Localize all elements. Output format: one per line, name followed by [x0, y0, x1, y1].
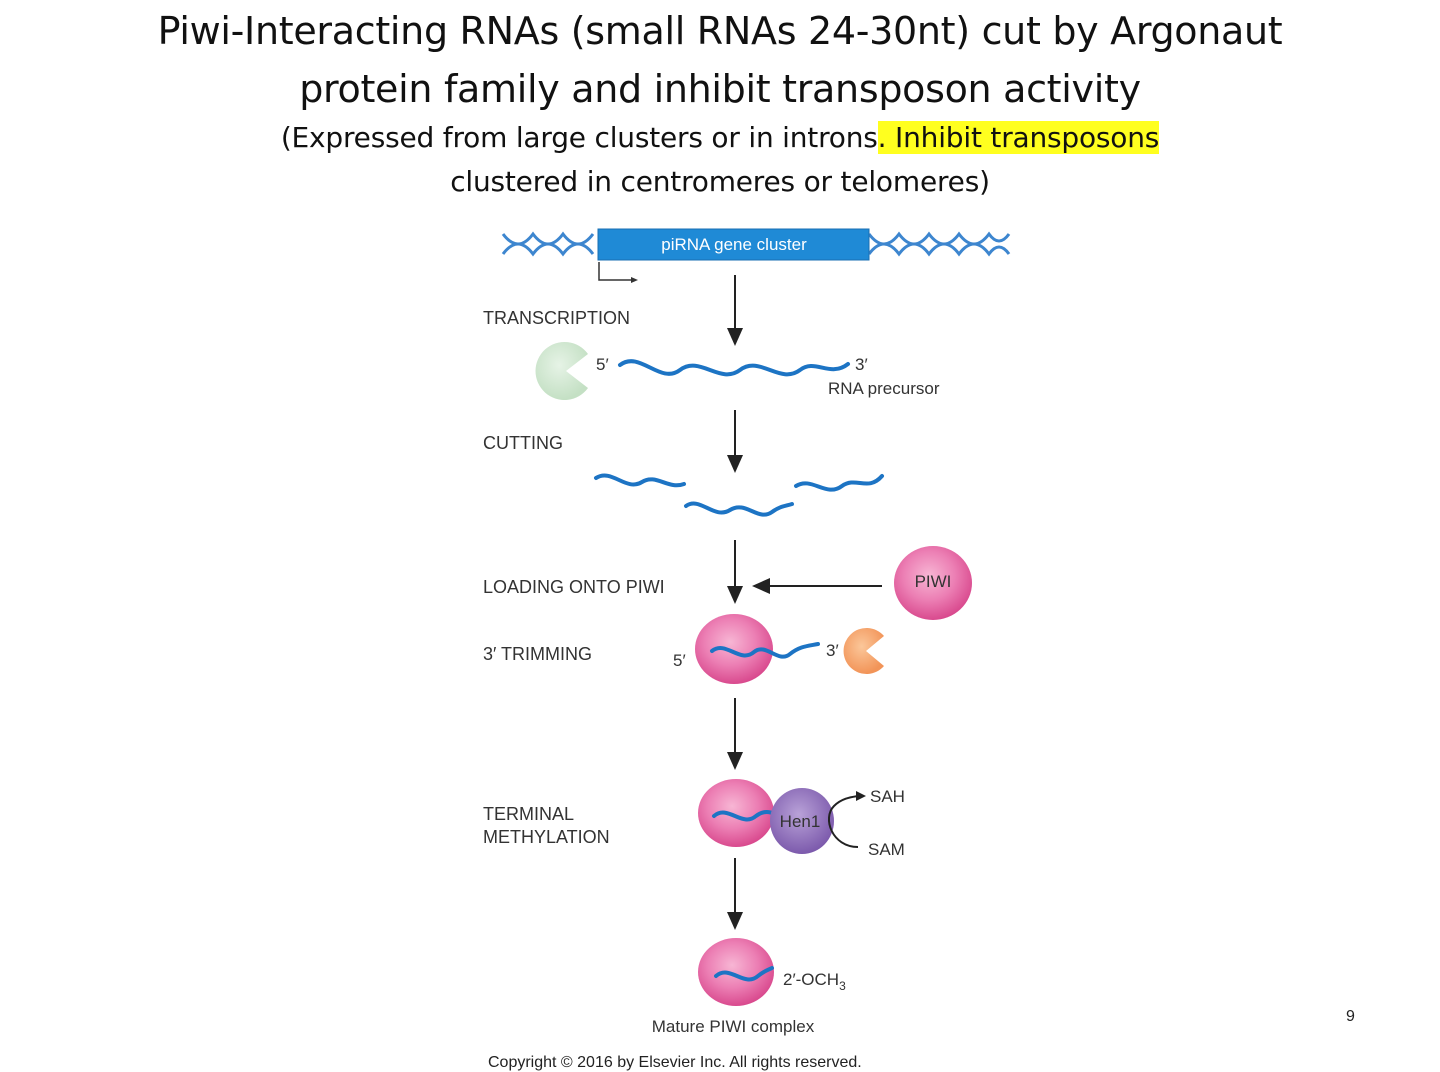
- och3-subscript: 3: [839, 979, 846, 993]
- step-label-methylation-1: TERMINAL: [483, 804, 574, 824]
- step-label-transcription: TRANSCRIPTION: [483, 308, 630, 328]
- trim-rna-strand: [710, 642, 820, 659]
- step-label-loading: LOADING ONTO PIWI: [483, 577, 665, 597]
- slide-title: Piwi-Interacting RNAs (small RNAs 24-30n…: [0, 2, 1440, 118]
- rna-fragment-3: [794, 474, 884, 492]
- mature-rna-strand: [714, 966, 774, 982]
- step-label-methylation-2: METHYLATION: [483, 827, 610, 847]
- subtitle-line-1: (Expressed from large clusters or in int…: [0, 116, 1440, 160]
- rna-precursor-3prime: 3′: [855, 355, 868, 374]
- piwi-bound-methylation: [698, 779, 774, 847]
- rna-precursor-5prime: 5′: [596, 355, 609, 374]
- piwi-protein: [894, 546, 972, 620]
- och3-main: 2′-OCH: [783, 970, 839, 989]
- trim-5prime: 5′: [673, 651, 686, 670]
- sam-sah-arrow: [828, 795, 859, 848]
- sah-label: SAH: [870, 787, 905, 806]
- mature-piwi-complex: [698, 938, 774, 1006]
- step-label-cutting: CUTTING: [483, 433, 563, 453]
- och3-label: 2′-OCH3: [783, 970, 846, 993]
- mature-complex-label: Mature PIWI complex: [652, 1017, 815, 1036]
- rna-fragment-1: [594, 473, 686, 488]
- sam-label: SAM: [868, 840, 905, 859]
- dna-helix-left: [501, 231, 595, 257]
- rna-fragment-2: [684, 501, 794, 517]
- rna-precursor-strand: [618, 359, 850, 377]
- nuclease-orange: [843, 628, 884, 675]
- sah-arrowhead: [856, 791, 866, 801]
- methylation-rna-strand: [712, 810, 778, 822]
- rna-precursor-label: RNA precursor: [828, 379, 940, 398]
- page-number: 9: [1346, 1008, 1355, 1025]
- copyright-notice: Copyright © 2016 by Elsevier Inc. All ri…: [488, 1054, 862, 1071]
- piwi-bound-trimming: [695, 614, 773, 684]
- dna-helix-right: [867, 231, 1011, 257]
- pirna-gene-cluster-label: piRNA gene cluster: [661, 235, 807, 254]
- promoter-arrowhead: [631, 277, 638, 283]
- nuclease-green: [535, 342, 588, 400]
- subtitle-text: (Expressed from large clusters or in int…: [280, 121, 878, 154]
- step-label-trimming: 3′ TRIMMING: [483, 644, 592, 664]
- hen1-enzyme: [770, 788, 834, 854]
- slide-subtitle: (Expressed from large clusters or in int…: [0, 116, 1440, 204]
- pirna-gene-cluster-box: [597, 228, 870, 261]
- subtitle-highlight: . Inhibit transposons: [877, 121, 1160, 154]
- title-line-2: protein family and inhibit transposon ac…: [299, 67, 1141, 111]
- trim-3prime: 3′: [826, 641, 839, 660]
- promoter-arrow: [598, 262, 633, 281]
- title-line-1: Piwi-Interacting RNAs (small RNAs 24-30n…: [157, 9, 1283, 53]
- hen1-label: Hen1: [780, 812, 821, 831]
- subtitle-line-2: clustered in centromeres or telomeres): [450, 165, 990, 198]
- piwi-label: PIWI: [915, 572, 952, 591]
